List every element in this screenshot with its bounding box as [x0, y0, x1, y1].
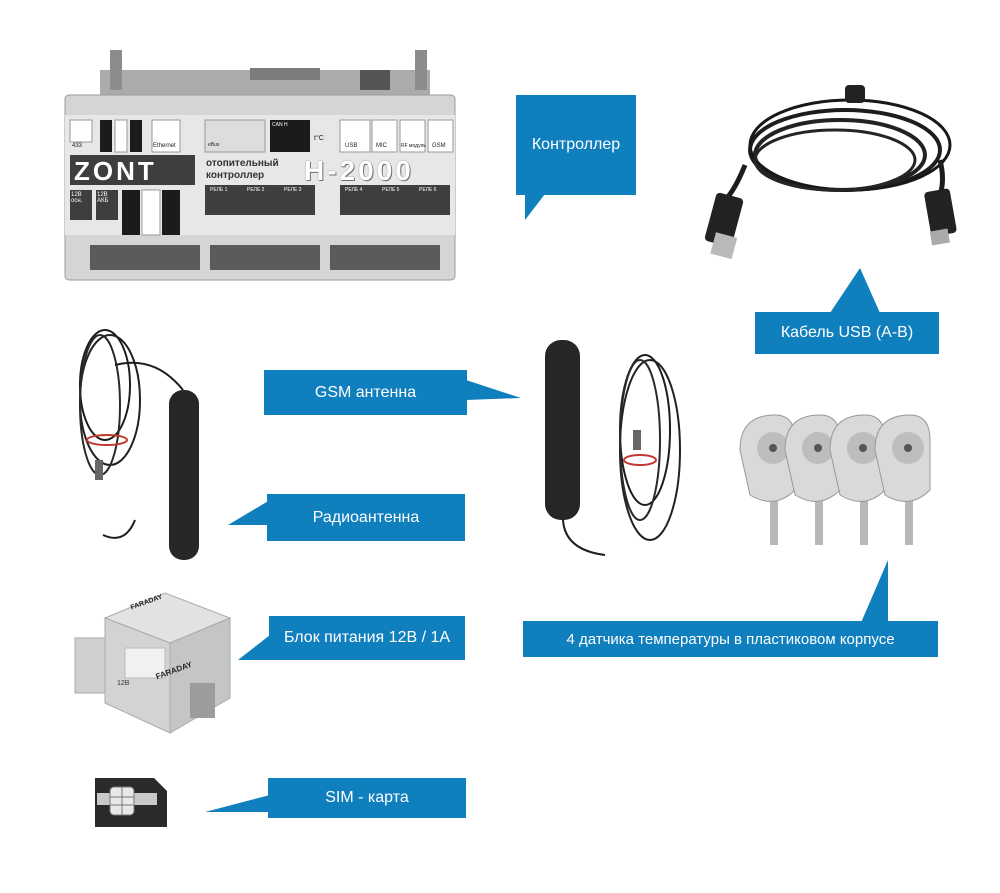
- usb-callout-tail: [830, 268, 880, 313]
- usb-cable-image: [704, 85, 957, 260]
- radio-antenna-callout-text: Радиоантенна: [312, 508, 420, 526]
- radio-callout-tail: [228, 500, 270, 525]
- power-callout-tail: [238, 635, 270, 660]
- temp-sensor-4: [874, 414, 931, 545]
- gsm-antenna-callout-text: GSM антенна: [314, 383, 417, 401]
- temp-sensor-1: [739, 414, 796, 545]
- usb-cable-callout-text: Кабель USB (A-B): [780, 324, 914, 341]
- relay-label-2: РЕЛЕ 2: [247, 187, 265, 193]
- port-433-label: 433: [72, 143, 83, 149]
- radio-antenna-callout: Радиоантенна: [267, 494, 465, 541]
- port-rf-label: RF модуль: [401, 143, 426, 149]
- relay-label-4: РЕЛЕ 4: [345, 187, 363, 193]
- power-supply-callout-text: Блок питания 12В / 1А: [283, 629, 451, 646]
- port-ebus-label: eBus: [208, 142, 220, 148]
- relay-label-6: РЕЛЕ 6: [419, 187, 437, 193]
- controller-model: H-2000: [304, 155, 414, 186]
- temp-sensor-3: [829, 414, 886, 545]
- port-gsm-label: GSM: [432, 143, 446, 149]
- gsm-antenna-callout: GSM антенна: [264, 370, 467, 415]
- power-batt-label: 12В АКБ: [97, 192, 109, 204]
- temp-sensors-callout-text: 4 датчика температуры в пластиковом корп…: [566, 630, 895, 648]
- sim-callout-tail: [205, 795, 270, 812]
- relay-label-5: РЕЛЕ 5: [382, 187, 400, 193]
- controller-brand: ZONT: [74, 156, 157, 186]
- power-main-label: 12В осн.: [71, 192, 83, 204]
- sim-card-image: [95, 778, 167, 827]
- relay-label-3: РЕЛЕ 3: [284, 187, 302, 193]
- controller-body: [64, 50, 456, 281]
- power-supply-callout: Блок питания 12В / 1А: [269, 616, 465, 660]
- temp-callout-tail: [860, 560, 888, 625]
- usb-cable-callout: Кабель USB (A-B): [755, 312, 939, 354]
- temp-sensor-2: [784, 414, 841, 545]
- port-tc-label: t°C: [314, 135, 324, 142]
- controller-callout: Контроллер: [516, 95, 636, 195]
- controller-device: ZONT H-2000 отопительный контроллер 433 …: [60, 40, 460, 290]
- power-supply-device: FARADAY FARADAY 12В: [74, 588, 235, 738]
- controller-subtitle-1: отопительный: [206, 158, 279, 169]
- sim-card-callout: SIM - карта: [268, 778, 466, 818]
- port-mic-label: MIC: [376, 143, 387, 149]
- controller-subtitle-2: контроллер: [206, 170, 265, 181]
- gsm-antenna-image: [545, 340, 681, 556]
- port-usb-label: USB: [345, 143, 358, 149]
- temp-sensors-image: [739, 414, 931, 545]
- power-supply-voltage: 12В: [117, 680, 130, 687]
- relay-label-1: РЕЛЕ 1: [210, 187, 228, 193]
- port-ethernet-label: Ethernet: [153, 143, 176, 149]
- controller-callout-text: Контроллер: [531, 136, 621, 153]
- port-canh-label: CAN H: [272, 122, 288, 128]
- temp-sensors-callout: 4 датчика температуры в пластиковом корп…: [523, 621, 938, 657]
- sim-card-callout-text: SIM - карта: [325, 789, 409, 806]
- radio-antenna-image: [79, 329, 199, 560]
- gsm-callout-tail: [466, 380, 521, 400]
